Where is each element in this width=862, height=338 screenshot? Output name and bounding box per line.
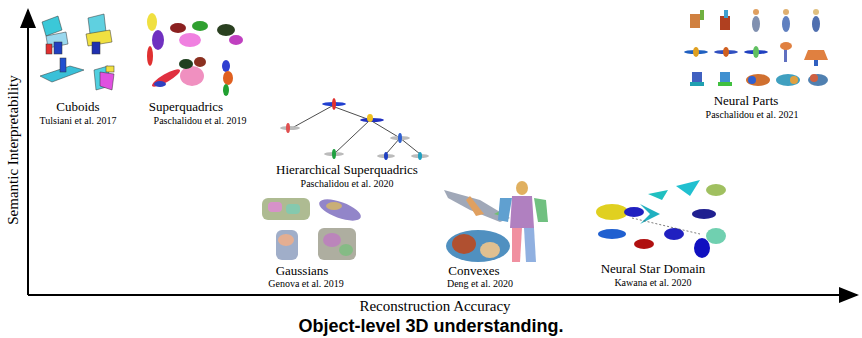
method-name: Hierarchical Superquadrics — [276, 163, 418, 177]
hierarchy-planes — [280, 98, 429, 160]
method-name: Gaussians — [276, 264, 329, 278]
method-name: Superquadrics — [149, 100, 223, 114]
figure-caption: Object-level 3D understanding. — [298, 316, 563, 337]
citation: Deng et al. 2020 — [447, 278, 513, 289]
citation: Genova et al. 2019 — [268, 278, 344, 289]
citation: Paschalidou et al. 2021 — [706, 109, 799, 120]
neural-parts-shapes — [684, 9, 828, 86]
axis-label: Semantic Interpretability — [5, 75, 22, 225]
method-name: Convexes — [448, 264, 499, 278]
gaussian-shapes — [262, 195, 363, 260]
axis-label: Reconstruction Accuracy — [359, 298, 510, 315]
citation: Kawana et al. 2020 — [614, 277, 691, 288]
cuboid-shapes — [40, 14, 114, 90]
star-domain-shapes — [596, 180, 726, 258]
method-name: Neural Star Domain — [601, 262, 706, 276]
method-name: Neural Parts — [714, 94, 779, 108]
axes — [28, 10, 857, 295]
superquadric-shapes — [147, 13, 243, 96]
citation: Tulsiani et al. 2017 — [40, 115, 117, 126]
citation: Paschalidou et al. 2020 — [301, 178, 394, 189]
method-name: Cuboids — [56, 100, 99, 114]
hierarchy-tree — [292, 106, 420, 154]
citation: Paschalidou et al. 2019 — [154, 115, 247, 126]
convex-shapes — [444, 181, 548, 262]
